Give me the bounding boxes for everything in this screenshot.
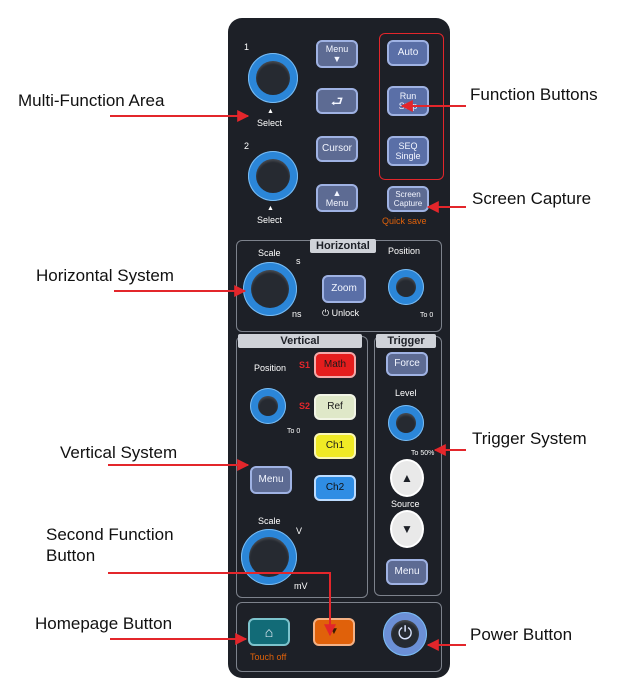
second-function-icon: ▼ [329, 626, 339, 637]
horizontal-position-label: Position [388, 246, 421, 256]
screen-label: Screen [395, 190, 421, 199]
return-icon: ⮐ [330, 93, 344, 109]
horizontal-scale-knob[interactable] [243, 262, 297, 316]
knob1-number: 1 [244, 42, 250, 52]
stop-label: Stop [398, 101, 418, 111]
auto-button[interactable]: Auto [387, 40, 429, 66]
vertical-title: Vertical [238, 334, 362, 348]
s-unit-label: s [296, 256, 301, 266]
second-function-button[interactable]: ▼ [313, 618, 355, 646]
vertical-menu-button[interactable]: Menu [250, 466, 292, 494]
quick-save-label: Quick save [382, 216, 427, 226]
callout-homepage-button: Homepage Button [35, 614, 173, 633]
s1-label: S1 [299, 360, 311, 370]
callout-function-buttons: Function Buttons [470, 85, 598, 104]
knob2-number: 2 [244, 141, 250, 151]
capture-label: Capture [393, 199, 423, 208]
menu-down-label: Menu [325, 44, 349, 54]
trigger-menu-button[interactable]: Menu [386, 559, 428, 585]
callout-trigger-system: Trigger System [472, 429, 587, 448]
source-up-icon: ▲ [401, 471, 413, 485]
callout-vertical-system: Vertical System [60, 443, 178, 462]
v-unit-label: V [296, 526, 303, 536]
horizontal-position-knob[interactable] [388, 269, 424, 305]
ch2-button[interactable]: Ch2 [314, 475, 356, 501]
knob2-select-label: Select [257, 215, 283, 225]
callout-screen-capture: Screen Capture [472, 189, 592, 208]
source-down-icon: ▼ [401, 522, 413, 536]
seq-label: SEQ [398, 141, 418, 151]
menu-up-button[interactable]: ▲ Menu [316, 184, 358, 212]
horizontal-scale-label: Scale [258, 248, 281, 258]
select-icon-1: ▲ [267, 108, 274, 115]
force-button[interactable]: Force [386, 352, 428, 376]
vertical-position-knob[interactable] [250, 388, 286, 424]
run-label: Run [399, 91, 417, 101]
callout-second-function-button: Second Function Button [46, 525, 174, 565]
callout-multi-function-area: Multi-Function Area [18, 91, 165, 110]
single-label: Single [395, 151, 421, 161]
menu-up-label: Menu [325, 198, 349, 208]
callout-horizontal-system: Horizontal System [36, 266, 174, 285]
callout-power-button: Power Button [470, 625, 573, 644]
horizontal-title: Horizontal [310, 239, 376, 253]
mv-unit-label: mV [294, 581, 308, 591]
vertical-scale-label: Scale [258, 516, 281, 526]
power-small-icon: ⏻ [322, 308, 330, 318]
homepage-button[interactable]: ⌂ [248, 618, 290, 646]
chevron-up-icon: ▲ [332, 188, 342, 198]
ch1-button[interactable]: Ch1 [314, 433, 356, 459]
to-50-label: To 50% [411, 450, 435, 457]
ns-unit-label: ns [292, 309, 302, 319]
seq-single-button[interactable]: SEQ Single [387, 136, 429, 166]
screen-capture-button[interactable]: Screen Capture [387, 186, 429, 212]
home-icon: ⌂ [264, 624, 274, 640]
back-button[interactable]: ⮐ [316, 88, 358, 114]
source-down-button[interactable]: ▼ [390, 510, 424, 548]
vertical-to-zero-label: To 0 [287, 428, 301, 435]
ref-button[interactable]: Ref [314, 394, 356, 420]
source-label: Source [391, 499, 420, 509]
run-stop-button[interactable]: Run Stop [387, 86, 429, 116]
level-label: Level [395, 388, 417, 398]
oscilloscope-front-panel: 1 ▲ Select 2 ▲ Select Menu ▼ ⮐ Cursor ▲ … [228, 18, 450, 678]
unlock-label: ⏻ Unlock [322, 308, 359, 319]
touch-off-label: Touch off [250, 652, 287, 662]
power-button[interactable] [383, 612, 427, 656]
chevron-down-icon: ▼ [332, 54, 342, 64]
s2-label: S2 [299, 401, 311, 411]
zoom-button[interactable]: Zoom [322, 275, 366, 303]
multi-function-knob-2[interactable] [248, 151, 298, 201]
cursor-button[interactable]: Cursor [316, 136, 358, 162]
vertical-scale-knob[interactable] [241, 529, 297, 585]
unlock-text: Unlock [331, 308, 360, 318]
horizontal-to-zero-label: To 0 [420, 312, 434, 319]
vertical-position-label: Position [254, 363, 287, 373]
trigger-level-knob[interactable] [388, 405, 424, 441]
multi-function-knob-1[interactable] [248, 53, 298, 103]
menu-down-button[interactable]: Menu ▼ [316, 40, 358, 68]
knob1-select-label: Select [257, 118, 283, 128]
source-up-button[interactable]: ▲ [390, 459, 424, 497]
math-button[interactable]: Math [314, 352, 356, 378]
trigger-title: Trigger [376, 334, 436, 348]
select-icon-2: ▲ [267, 205, 274, 212]
power-icon: ⏻ [398, 623, 413, 643]
